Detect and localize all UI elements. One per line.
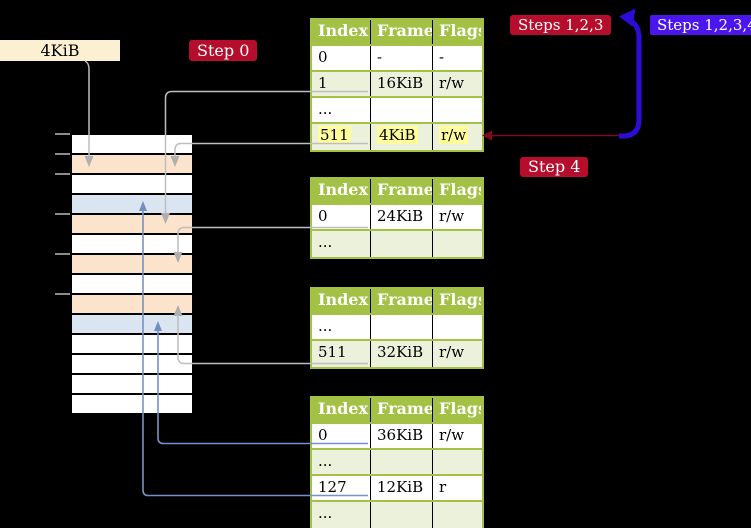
table-cell: - (432, 46, 481, 70)
table-cell: Flags (432, 179, 481, 203)
red-loop-arrow (482, 130, 620, 141)
table-cell: Index (318, 21, 369, 40)
memory-frame-cell-white (72, 335, 192, 355)
blue-loop-line (619, 18, 642, 139)
table-row: ... (312, 502, 482, 528)
table-header-row: IndexFrameFlags (312, 289, 482, 315)
memory-frame-cell-white (72, 375, 192, 395)
table-cell (370, 502, 432, 528)
table-cell: 127 (318, 478, 347, 496)
table-cell: Frame (370, 289, 432, 313)
memory-boundary-tick (55, 213, 70, 215)
table-cell: Frame (370, 179, 432, 203)
memory-frame-cell-peach (72, 255, 192, 275)
memory-boundary-tick (55, 133, 70, 135)
table-cell: r/w (432, 341, 481, 367)
table-cell: 511 (318, 343, 347, 361)
arrowhead-left-icon (619, 8, 636, 27)
table-cell: Frame (370, 398, 432, 422)
table-row: ... (312, 315, 482, 341)
table-header-row: IndexFrameFlags (312, 398, 482, 424)
table-cell: Index (318, 399, 369, 418)
table-row: ... (312, 450, 482, 476)
table-cell (370, 98, 432, 122)
table-cell: ... (318, 452, 333, 470)
memory-frame-cell-blue (72, 195, 192, 215)
memory-frame-cell-white (72, 395, 192, 413)
memory-boundary-tick (55, 153, 70, 155)
table-cell: 0 (318, 207, 328, 225)
table-cell: r/w (432, 124, 481, 150)
table-cell: 0 (318, 426, 328, 444)
table-cell: 16KiB (370, 72, 432, 96)
table-row: 0 -- (312, 46, 482, 72)
table-row: ... (312, 98, 482, 124)
steps1234-badge: Steps 1,2,3,4 (650, 15, 751, 35)
page-table-second: IndexFrameFlags 0 24KiBr/w... (310, 177, 484, 259)
table-cell: Flags (432, 398, 481, 422)
steps123-badge: Steps 1,2,3 (510, 15, 612, 35)
memory-frame-cell-peach (72, 155, 192, 175)
memory-frame-cell-white (72, 235, 192, 255)
table-cell (370, 450, 432, 474)
table-cell: ... (318, 317, 333, 335)
table-cell: 511 (318, 126, 351, 144)
physical-memory-stack (70, 133, 194, 415)
table-cell: ... (318, 504, 333, 522)
memory-frame-cell-blue (72, 315, 192, 335)
table-cell: r/w (432, 424, 481, 448)
memory-frame-cell-white (72, 355, 192, 375)
memory-boundary-tick (55, 173, 70, 175)
page-size-label: 4KiB (0, 40, 120, 61)
table-cell (432, 98, 481, 122)
memory-boundary-tick (55, 253, 70, 255)
step4-badge: Step 4 (520, 157, 589, 177)
memory-frame-cell-peach (72, 215, 192, 235)
table-cell: - (370, 46, 432, 70)
table-cell (432, 502, 481, 528)
table-cell: r/w (432, 205, 481, 229)
table-cell: 1 (318, 74, 328, 92)
table-cell: 4KiB (370, 124, 432, 150)
table-cell (370, 315, 432, 339)
table-cell: Index (318, 180, 369, 199)
blue-recursive-arrow (619, 8, 642, 139)
memory-boundary-tick (55, 293, 70, 295)
table-cell: ... (318, 233, 333, 251)
table-cell: Frame (370, 20, 432, 44)
table-cell: 32KiB (370, 341, 432, 367)
table-cell (432, 231, 481, 257)
memory-frame-cell-white (72, 135, 192, 155)
table-row: ... (312, 231, 482, 257)
table-cell (432, 450, 481, 474)
table-cell: r/w (432, 72, 481, 96)
table-cell: r (432, 476, 481, 500)
memory-frame-cell-white (72, 275, 192, 295)
table-cell: 24KiB (370, 205, 432, 229)
table-cell: 36KiB (370, 424, 432, 448)
table-cell: 12KiB (370, 476, 432, 500)
table-header-row: IndexFrameFlags (312, 179, 482, 205)
memory-frame-cell-peach (72, 295, 192, 315)
table-cell: Index (318, 290, 369, 309)
table-cell: Flags (432, 20, 481, 44)
table-cell: ... (318, 100, 333, 118)
table-cell (432, 315, 481, 339)
table-cell: Flags (432, 289, 481, 313)
table-cell: 0 (318, 48, 328, 66)
step0-badge: Step 0 (189, 40, 258, 61)
table-header-row: IndexFrameFlags (312, 20, 482, 46)
memory-frame-cell-white (72, 175, 192, 195)
table-cell (370, 231, 432, 257)
